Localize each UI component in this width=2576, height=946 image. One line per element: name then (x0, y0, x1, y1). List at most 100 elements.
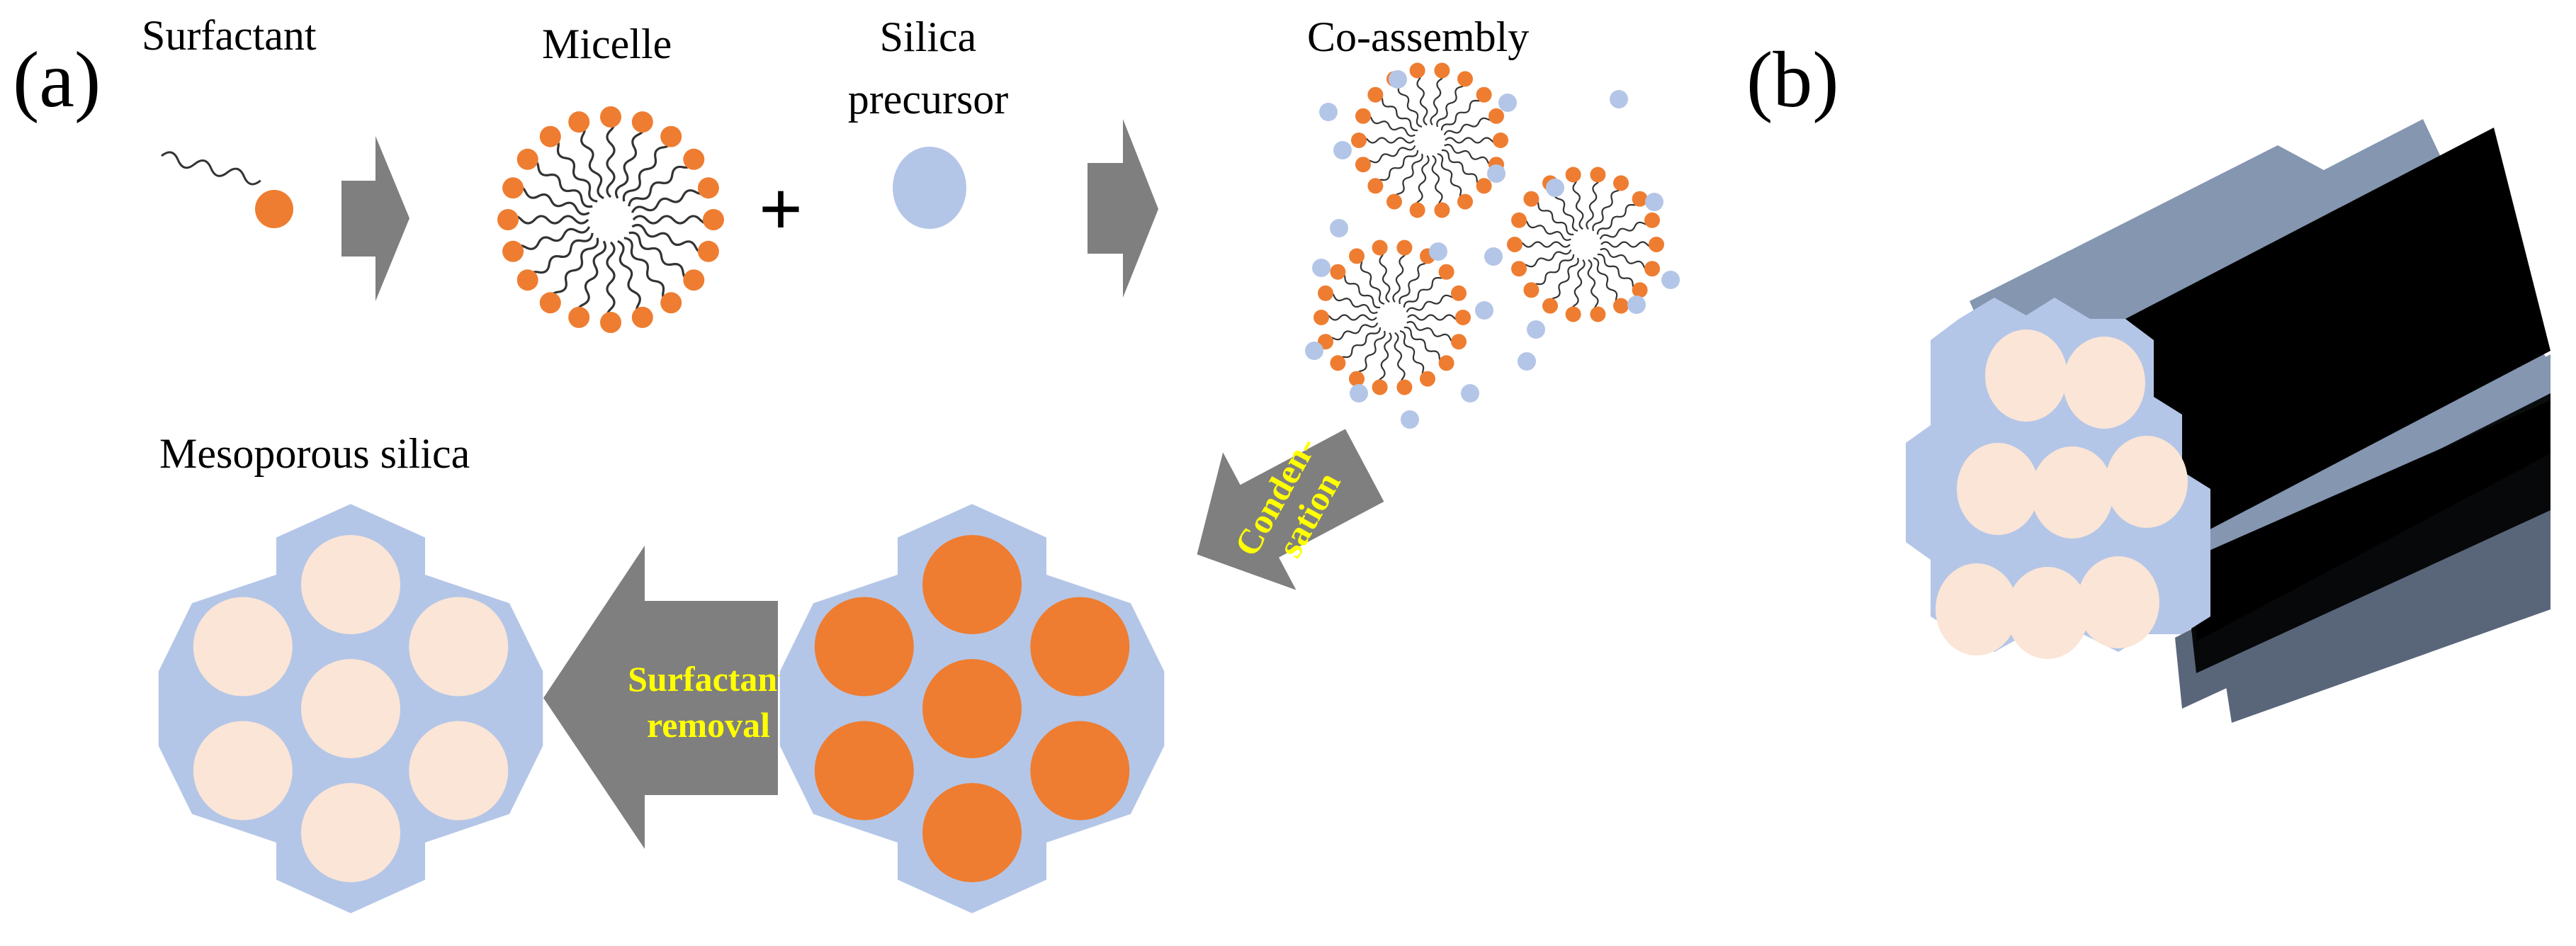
micelle-tail (1403, 271, 1447, 308)
plus-sign: + (759, 166, 803, 252)
silica-particle (1487, 164, 1506, 183)
micelle-tail (606, 241, 616, 324)
micelle-head (1451, 285, 1467, 301)
surfactant-head (255, 190, 293, 228)
micelle-tail (1415, 155, 1430, 211)
micelle-tail (507, 215, 589, 225)
micelle-tail (1600, 248, 1653, 271)
co-assembly-label: Co-assembly (1307, 13, 1529, 60)
micelle-head (1523, 282, 1540, 298)
silica-particle (1389, 70, 1407, 89)
micelle-head (1409, 202, 1425, 218)
rod-pore (2031, 446, 2113, 539)
silica-precursor-label-line2: precursor (848, 76, 1009, 123)
micelle-tail (1406, 321, 1459, 344)
pore (922, 535, 1022, 634)
micelle-head (502, 240, 524, 262)
rod-pore (2006, 567, 2089, 659)
micelle-tail (1403, 326, 1447, 364)
removal-label-line2: removal (647, 705, 770, 745)
rod-pores (1936, 330, 2188, 659)
micelle-tail (576, 240, 607, 318)
micelle-head (1493, 133, 1508, 148)
micelle-tail (1596, 198, 1641, 235)
silica-particle (1518, 352, 1536, 371)
rod-channel-5 (2186, 393, 2550, 673)
micelle (497, 106, 724, 333)
micelle-tail (1518, 249, 1572, 269)
micelle-tail (1325, 291, 1378, 314)
pore (814, 597, 914, 697)
micelle-head (1420, 371, 1435, 387)
micelle-head (1386, 193, 1402, 210)
micelle-tail (527, 157, 593, 208)
micelle-head (1644, 261, 1660, 277)
co-micelle-3 (1314, 240, 1471, 395)
micelle-head (1409, 62, 1425, 79)
silica-particle (1627, 295, 1646, 314)
pore (922, 659, 1022, 758)
micelle-tail (1444, 144, 1497, 167)
micelle-head (1590, 306, 1606, 322)
surfactant-label: Surfactant (142, 12, 317, 59)
micelle-head (1367, 178, 1384, 194)
process-arrow-1 (341, 136, 409, 301)
silica-particle (1401, 410, 1419, 429)
micelle-head (683, 269, 705, 291)
micelle-head (1590, 167, 1606, 183)
micelle-head (1488, 108, 1504, 124)
silica-particle (1498, 94, 1517, 112)
micelle-tail (628, 159, 695, 207)
micelle-tail (1374, 150, 1419, 186)
micelle-tail (1593, 257, 1622, 307)
micelle-head (1355, 157, 1371, 173)
micelle-head (568, 111, 590, 133)
micelle-head (1632, 282, 1648, 298)
micelle-head (1457, 71, 1473, 87)
micelle-tail (617, 240, 643, 319)
micelle-tail (1514, 241, 1571, 248)
silica-particle (1645, 193, 1663, 211)
micelle-tail (1338, 271, 1381, 309)
pore (1030, 597, 1130, 697)
micelle-tail (1375, 94, 1418, 132)
micelle-head (697, 177, 719, 199)
co-assembly-cluster (1305, 62, 1680, 429)
silica-precursor-label-line1: Silica (880, 13, 977, 60)
silica-particle (1661, 271, 1680, 289)
micelle-tail (526, 232, 594, 281)
micelle-body (497, 106, 724, 333)
silica-particle (1429, 242, 1447, 261)
micelle-head (1351, 133, 1367, 148)
micelle-tail (1362, 114, 1416, 137)
surfactant-filled-silica (779, 504, 1165, 913)
pore (193, 597, 293, 697)
micelle-head (1318, 285, 1333, 301)
surfactant-tail (161, 151, 261, 186)
micelle-head (1314, 310, 1329, 325)
micelle-head (1511, 212, 1527, 228)
rod-pore (2063, 337, 2145, 429)
micelle-tail (1321, 314, 1377, 321)
micelle-head (1372, 240, 1388, 256)
rod-pore (1957, 443, 2039, 535)
micelle-head (660, 292, 682, 314)
micelle-head (631, 111, 653, 133)
pore (409, 721, 509, 821)
micelle-head (1632, 191, 1648, 207)
rod-pore (1936, 563, 2018, 655)
micelle-head (600, 312, 621, 333)
micelle-head (1511, 261, 1527, 277)
micelle-head (539, 125, 561, 147)
pore (1030, 721, 1130, 821)
micelle-head (1438, 355, 1454, 371)
micelle-tail (614, 121, 645, 199)
micelle-tail (1430, 69, 1445, 125)
micelle-tail (1518, 218, 1571, 241)
micelle-head (1434, 62, 1450, 79)
micelle-tail (1599, 220, 1654, 240)
micelle-head (1649, 237, 1664, 252)
micelle-head (1434, 202, 1450, 218)
micelle-tail (1355, 330, 1386, 379)
